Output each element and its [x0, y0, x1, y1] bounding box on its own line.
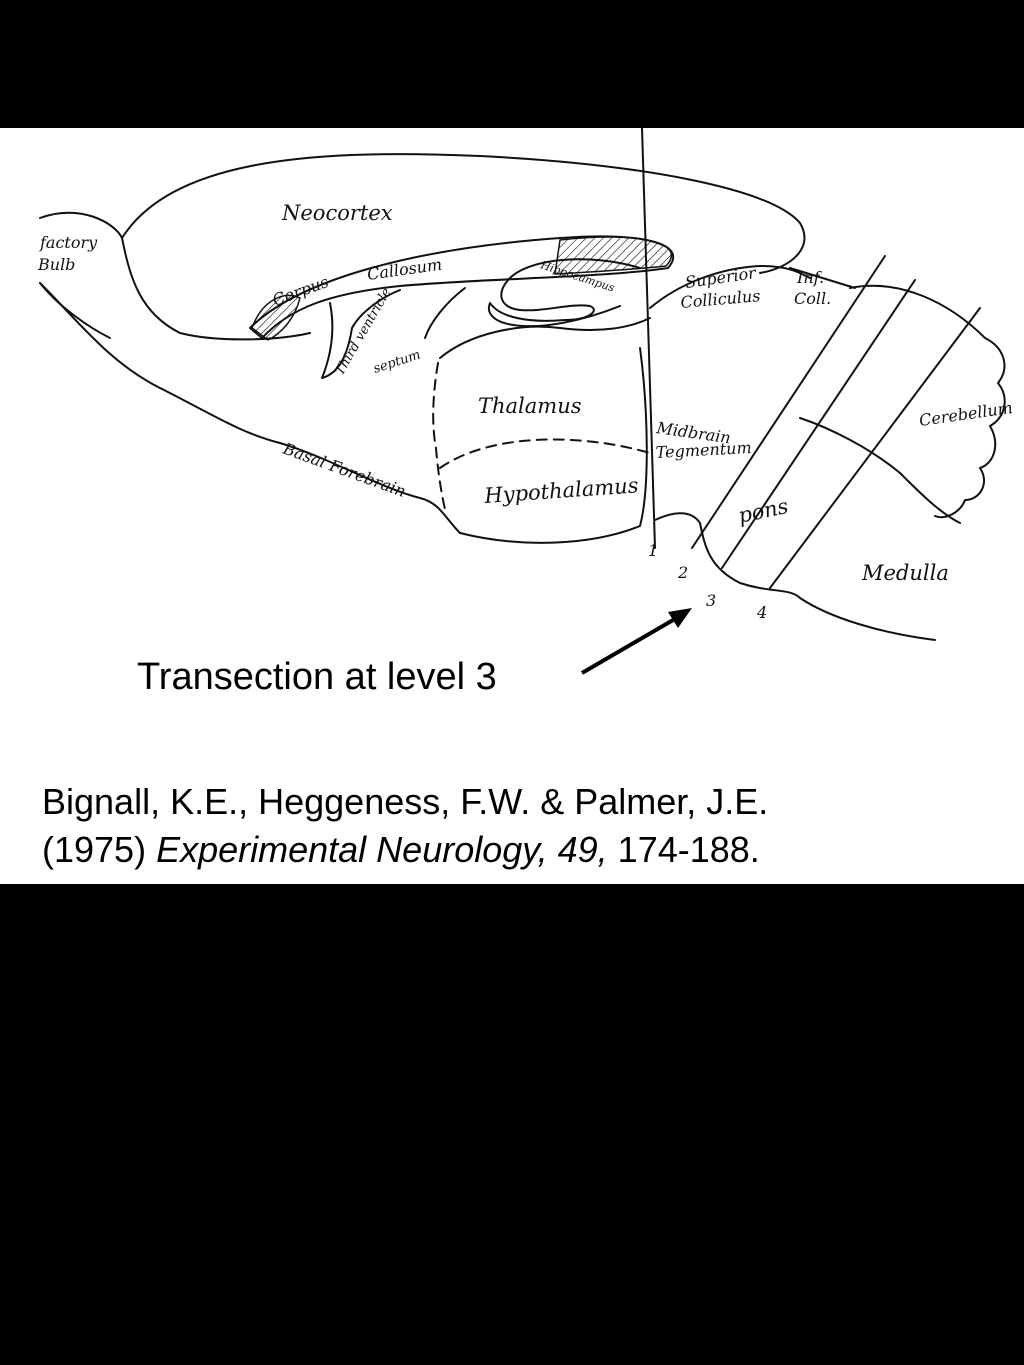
label-medulla: Medulla — [861, 561, 949, 585]
label-level-2: 2 — [677, 563, 688, 582]
thalamus-hypothalamus-boundary — [439, 438, 651, 469]
label-olfactory-bulb-2: Bulb — [37, 255, 75, 274]
basal-forebrain-contour — [39, 282, 461, 534]
brain-sagittal-diagram: factory Bulb Neocortex Corpus Callosum T… — [37, 128, 1014, 675]
corpus-callosum-hatch-front — [251, 294, 301, 341]
olfactory-bulb-outline — [39, 211, 311, 341]
label-olfactory-bulb-1: factory — [39, 233, 98, 252]
thalamus-left-boundary — [432, 362, 447, 514]
transection-line-2 — [691, 255, 886, 549]
superior-inferior-divider — [789, 267, 856, 289]
label-level-3: 3 — [706, 591, 716, 610]
label-neocortex: Neocortex — [281, 201, 393, 225]
label-pons: pons — [736, 494, 790, 528]
citation-pages: 174-188. — [617, 829, 760, 870]
brainstem-bottom — [654, 512, 936, 641]
label-level-1: 1 — [648, 541, 658, 560]
arrow-shaft — [580, 614, 682, 675]
colliculi-outline — [649, 265, 811, 309]
label-basal-forebrain: Basal Forebrain — [280, 439, 409, 501]
citation-journal: Experimental Neurology, 49, — [156, 829, 608, 870]
label-septum: septum — [372, 348, 423, 377]
septum-contour — [424, 287, 466, 339]
transection-line-4 — [769, 307, 981, 589]
citation-text: Bignall, K.E., Heggeness, F.W. & Palmer,… — [42, 778, 1002, 874]
label-corpus: Corpus — [270, 272, 331, 310]
hypothalamus-outline — [459, 347, 648, 544]
cerebellum-outline — [849, 284, 1006, 519]
label-cerebellum: Cerebellum — [918, 398, 1014, 430]
arrow-head-icon — [668, 608, 692, 628]
caption-text: Transection at level 3 — [137, 656, 497, 698]
third-ventricle-outline — [321, 289, 401, 379]
label-inferior-colliculus-1: Inf. — [796, 268, 824, 287]
label-thalamus: Thalamus — [478, 394, 582, 418]
label-inferior-colliculus-2: Coll. — [794, 289, 831, 308]
slide-panel: factory Bulb Neocortex Corpus Callosum T… — [0, 128, 1024, 884]
transection-line-1 — [641, 128, 656, 549]
corpus-callosum-outline — [249, 235, 675, 339]
citation-authors: Bignall, K.E., Heggeness, F.W. & Palmer,… — [42, 781, 769, 822]
diencephalon-top — [439, 317, 651, 359]
cerebellum-base — [799, 417, 961, 524]
label-hypothalamus: Hypothalamus — [483, 473, 640, 508]
corpus-callosum-hatch-back — [554, 236, 673, 275]
label-level-4: 4 — [756, 603, 767, 622]
olfactory-bulb-lower — [39, 282, 111, 339]
label-callosum: Callosum — [366, 255, 443, 284]
citation-year: (1975) — [42, 829, 147, 870]
hippocampus-outline — [487, 258, 641, 328]
label-midbrain-tegmentum-2: Tegmentum — [655, 438, 752, 462]
neocortex-outline — [121, 153, 806, 274]
